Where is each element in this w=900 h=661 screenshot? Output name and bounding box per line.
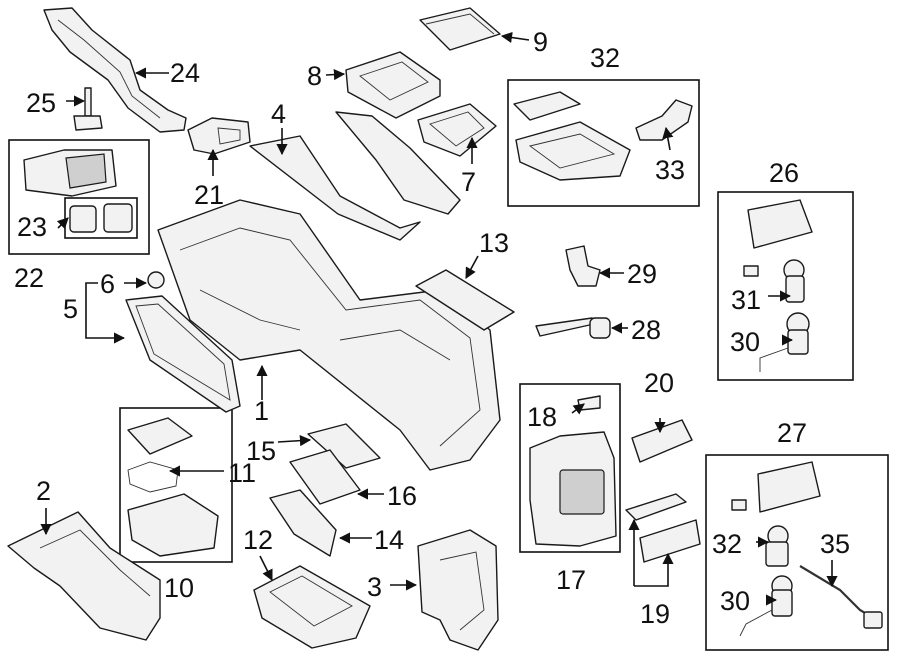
- part-18-clip: [577, 395, 601, 411]
- part-22-switch-assembly: [23, 149, 133, 233]
- part-8-lid-frame: [345, 51, 441, 119]
- part-17-rear-panel: [529, 431, 617, 547]
- callout-30-b: 30: [720, 586, 750, 616]
- part-20-vent: [631, 419, 693, 463]
- callout-13: 13: [479, 228, 509, 258]
- callout-22: 22: [14, 263, 44, 293]
- callout-10: 10: [164, 573, 194, 603]
- part-14-storage-bin: [269, 489, 337, 557]
- group-box-17: [519, 383, 621, 553]
- part-30-power-outlet: [759, 312, 810, 372]
- callout-7: 7: [461, 167, 476, 197]
- callout-1: 1: [254, 396, 269, 426]
- part-33-cup-holder-assembly: [513, 91, 631, 181]
- part-3-bracket: [417, 529, 499, 651]
- part-27-usb-hub: [731, 461, 821, 513]
- callout-25: 25: [26, 88, 56, 118]
- group-box-27: [705, 454, 889, 651]
- part-4-side-trim: [249, 111, 461, 241]
- group-box-33: [507, 79, 700, 207]
- callout-21: 21: [194, 180, 224, 210]
- group-box-26: [717, 191, 854, 381]
- callout-34: 33: [655, 155, 685, 185]
- callout-30-a: 30: [730, 327, 760, 357]
- callout-2: 2: [36, 476, 51, 506]
- part-12-tray: [253, 565, 371, 649]
- part-2-bracket: [7, 511, 161, 641]
- part-24-air-duct: [43, 7, 187, 133]
- part-26-usb-hub: [743, 199, 813, 277]
- part-1-console-body: [157, 199, 501, 471]
- part-34-shift-lever: [635, 99, 693, 141]
- group-box-10: [119, 407, 233, 563]
- callout-4: 4: [271, 99, 286, 129]
- part-10-cup-holder: [127, 417, 219, 557]
- callout-8: 8: [307, 61, 322, 91]
- part-13-mat: [415, 269, 515, 331]
- part-31-usb-socket: [783, 259, 805, 303]
- part-29-socket: [565, 245, 601, 287]
- callout-11: 11: [228, 458, 256, 488]
- part-25-screw: [73, 87, 103, 131]
- part-6-plug: [147, 271, 165, 289]
- part-32-usb-socket: [765, 525, 789, 567]
- callout-5: 5: [63, 294, 78, 324]
- callout-27: 27: [777, 418, 807, 448]
- part-21-bracket: [187, 117, 251, 155]
- callout-14: 14: [374, 525, 404, 555]
- part-35-harness: [799, 565, 883, 629]
- callout-20: 20: [644, 368, 674, 398]
- callout-26: 26: [769, 158, 799, 188]
- part-19-trim-pieces: [625, 493, 701, 563]
- callout-15: 15: [246, 436, 276, 466]
- callout-23: 23: [17, 212, 47, 242]
- callout-31: 31: [731, 285, 761, 315]
- part-7-tray: [417, 103, 497, 157]
- callout-16: 16: [387, 481, 417, 511]
- group-box-22: [8, 139, 150, 255]
- part-9-lid: [419, 7, 501, 51]
- callout-28: 28: [631, 315, 661, 345]
- callout-6: 6: [100, 269, 115, 299]
- part-5-side-panel: [125, 295, 241, 413]
- callout-18: 18: [527, 402, 557, 432]
- callout-9: 9: [533, 27, 548, 57]
- callout-33: 32: [590, 43, 620, 73]
- callout-3: 3: [367, 572, 382, 602]
- callout-24: 24: [170, 58, 200, 88]
- callout-17: 17: [556, 565, 586, 595]
- callout-35: 35: [820, 529, 850, 559]
- callout-29: 29: [627, 259, 657, 289]
- callout-12: 12: [243, 525, 273, 555]
- leader-lines: [40, 31, 838, 606]
- callout-19: 19: [640, 599, 670, 629]
- callout-32: 32: [712, 529, 742, 559]
- part-28-lighter: [535, 317, 611, 339]
